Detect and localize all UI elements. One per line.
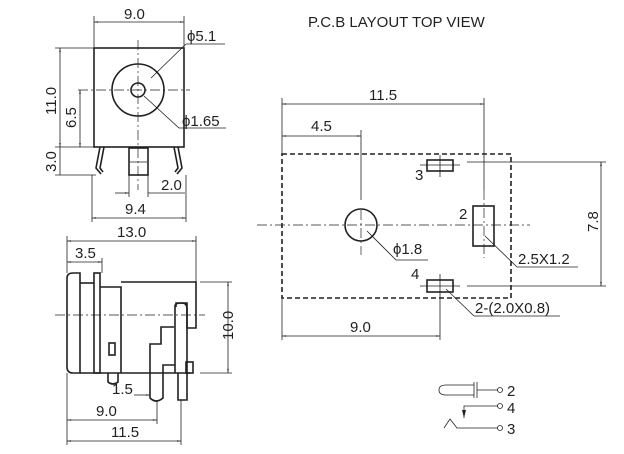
dim-hole-dia: ϕ1.8 [393,241,422,258]
front-view: 9.0 ϕ5.1 ϕ1.65 11.0 6.5 3.0 2.0 9.4 [43,6,226,222]
pcb-layout: 11.5 4.5 ϕ1.8 2 2.5X1.2 3 4 2-(2.0X0.8) … [257,87,606,340]
pin-label-4: 4 [411,266,419,283]
dim-width: 9.0 [124,6,145,23]
side-view: 13.0 3.5 10.0 1.5 9.0 11.5 [55,224,237,445]
schematic-symbol: 2 4 3 [438,382,515,438]
dim-pin-dia: ϕ1.65 [182,113,220,130]
dim-pin34-size: 2-(2.0X0.8) [475,300,550,317]
schematic-label-4: 4 [507,400,515,417]
dim-pin-width: 1.5 [112,381,133,398]
schematic-label-2: 2 [507,383,515,400]
pin-label-3: 3 [415,167,423,184]
dim-pin-pitch: 7.8 [585,211,602,232]
dim-pin2-size: 2.5X1.2 [518,251,570,268]
dim-pin-pos-a: 9.0 [96,403,117,420]
dim-pin34-pos: 9.0 [350,319,371,336]
dim-side-height: 10.0 [220,311,237,340]
dim-height: 11.0 [43,87,60,115]
dim-pin-offset: 2.0 [161,177,182,194]
pad-2 [472,205,495,247]
dim-flange: 3.5 [75,245,96,262]
dim-length: 13.0 [117,224,146,241]
dim-pin-pos-b: 11.5 [111,424,139,441]
dim-center-height: 6.5 [63,107,80,128]
dim-outer-dia: ϕ5.1 [187,28,216,45]
dim-hole-pos: 4.5 [311,118,332,135]
dim-pin-length: 3.0 [43,151,60,172]
dim-pin-span: 9.4 [125,201,146,218]
schematic-label-3: 3 [507,421,515,438]
title: P.C.B LAYOUT TOP VIEW [308,14,486,31]
pin-label-2: 2 [459,206,467,223]
dim-pcb-span: 11.5 [369,87,397,104]
